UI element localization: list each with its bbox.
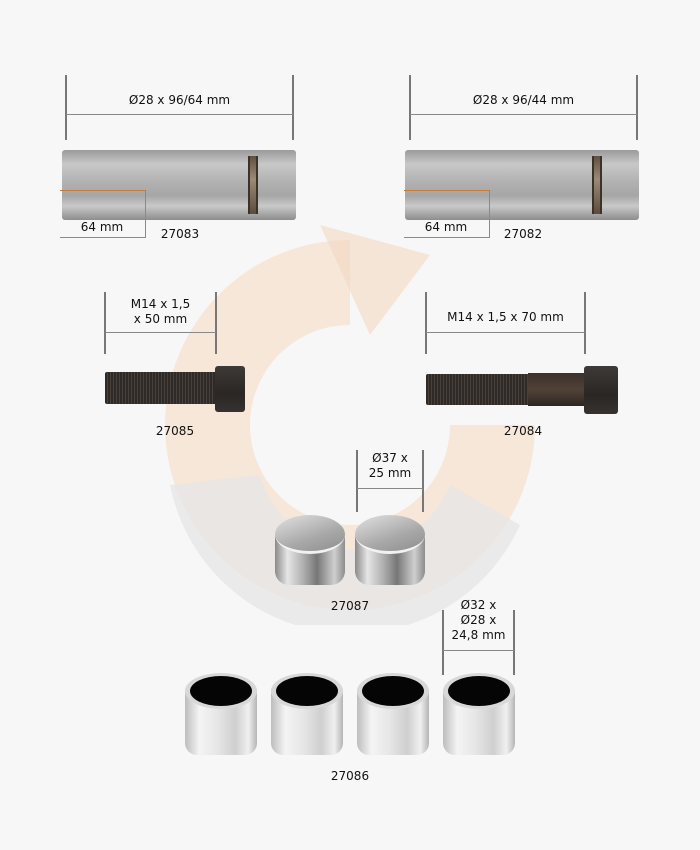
bolt-head [584, 366, 618, 414]
bolt-shank [528, 373, 588, 406]
bolt-head [215, 366, 245, 412]
sub-dimension-box [404, 190, 490, 238]
dimension-line [426, 332, 585, 333]
dimension-tick-right [215, 292, 217, 354]
bushing-3 [357, 673, 429, 757]
dimension-line [357, 488, 423, 489]
dimension-tick-right [513, 610, 515, 675]
dimension-label-line1: Ø37 x [372, 451, 408, 465]
part-number: 27085 [155, 424, 195, 438]
bushing-4 [443, 673, 515, 757]
dimension-label-line2: 25 mm [368, 466, 412, 480]
sub-dimension-label: 64 mm [80, 220, 124, 234]
dimension-line [410, 114, 637, 115]
bolt-thread [105, 372, 220, 404]
bushing-1 [185, 673, 257, 757]
part-number: 27087 [330, 599, 370, 613]
part-number: 27084 [503, 424, 543, 438]
part-number: 27086 [330, 769, 370, 783]
dimension-tick-left [104, 292, 106, 354]
dimension-line [443, 650, 514, 651]
pin-groove [592, 156, 602, 214]
piston-2 [355, 515, 425, 587]
dimension-label: Ø28 x 96/64 mm [128, 93, 231, 107]
part-number: 27082 [503, 227, 543, 241]
dimension-label-line1: Ø32 x [460, 598, 497, 612]
sub-dimension-label: 64 mm [424, 220, 468, 234]
dimension-tick-left [356, 450, 358, 512]
piston-1 [275, 515, 345, 587]
dimension-tick-right [292, 75, 294, 140]
dimension-label: Ø28 x 96/44 mm [472, 93, 575, 107]
dimension-tick-left [409, 75, 411, 140]
dimension-tick-right [422, 450, 424, 512]
dimension-tick-right [584, 292, 586, 354]
dimension-label: M14 x 1,5 x 70 mm [447, 310, 564, 324]
dimension-label-line3: 24,8 mm [451, 628, 506, 642]
dimension-line [66, 114, 293, 115]
dimension-label-line2: Ø28 x [460, 613, 497, 627]
dimension-tick-left [442, 610, 444, 675]
dimension-label-line2: x 50 mm [133, 312, 188, 326]
watermark-logo [165, 225, 535, 625]
part-number: 27083 [160, 227, 200, 241]
dimension-line [105, 332, 216, 333]
bushing-2 [271, 673, 343, 757]
sub-dimension-box [60, 190, 146, 238]
dimension-label-line1: M14 x 1,5 [130, 297, 191, 311]
dimension-tick-left [425, 292, 427, 354]
pin-groove [248, 156, 258, 214]
dimension-tick-right [636, 75, 638, 140]
dimension-tick-left [65, 75, 67, 140]
bolt-thread [426, 374, 531, 405]
